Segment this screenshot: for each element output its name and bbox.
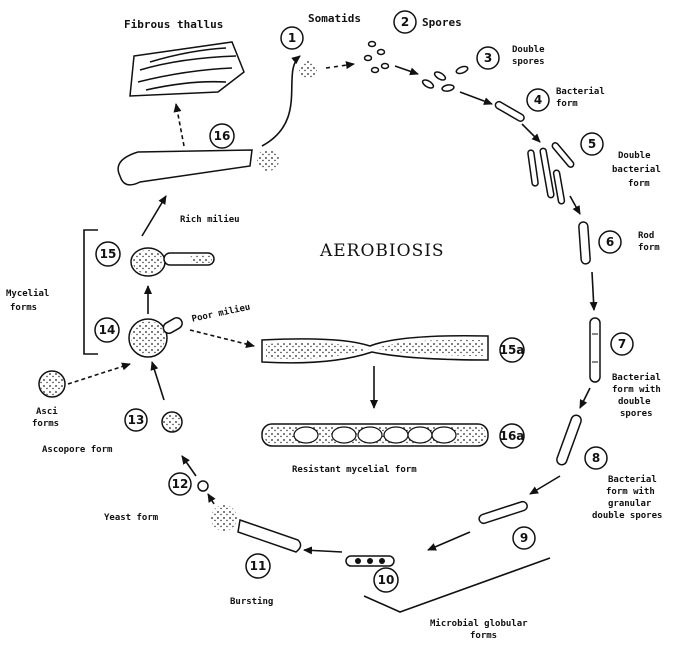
stage-2: 2 Spores	[365, 11, 462, 73]
stage-label-line: form	[638, 243, 660, 253]
stage-number: 4	[534, 93, 542, 107]
stage-label-line: Bacterial	[612, 372, 661, 383]
stage-label-line: form	[628, 179, 650, 189]
stage-number: 1	[288, 31, 296, 45]
stage-12: 12 Yeast form	[104, 473, 208, 523]
arrow-2-3	[395, 66, 418, 74]
stage-label-line: Bacterial	[608, 474, 657, 485]
arrow-10-11	[304, 550, 342, 552]
bursting-particles	[211, 505, 237, 531]
stage-5: 5 Double bacterial form	[528, 133, 661, 204]
stage-number: 15a	[500, 343, 525, 357]
diagram-title: AEROBIOSIS	[319, 241, 445, 261]
stage-label-line: spores	[620, 409, 653, 419]
stage-label-somatids: Somatids	[308, 12, 361, 25]
arrow-asci-14	[68, 364, 130, 384]
stage-label-line: double	[618, 397, 651, 407]
stage-16-particles	[257, 149, 279, 171]
stage-number: 16	[214, 129, 231, 143]
stage-label-line: double spores	[592, 511, 662, 521]
arrow-13-14	[152, 362, 164, 400]
arrow-1-2	[326, 64, 354, 68]
arrow-8-9	[530, 476, 560, 494]
asci-forms: Asci forms	[32, 371, 65, 429]
label-forms: forms	[470, 631, 497, 641]
label-asci: Asci	[36, 406, 58, 417]
stage-label-line: Rod	[638, 231, 654, 241]
stage-number: 11	[250, 559, 267, 573]
stage-label-line: granular	[608, 499, 652, 509]
stage-label-ascopore: Ascopore form	[42, 445, 113, 455]
label-fibrous-thallus: Fibrous thallus	[124, 18, 223, 31]
arrow-6-7	[592, 272, 594, 310]
label-mycelial: Mycelial	[6, 288, 49, 299]
stage-14: 14	[95, 316, 184, 357]
arrow-3-4	[460, 92, 492, 104]
stage-label-line: Double	[618, 151, 651, 161]
stage-number: 3	[484, 51, 492, 65]
stage-number: 10	[378, 573, 395, 587]
stage-8: 8 Bacterial form with granular double sp…	[555, 414, 662, 521]
stage-number: 16a	[500, 429, 525, 443]
arrow-11-12	[208, 494, 214, 504]
stage-3: 3 Double spores	[421, 45, 545, 92]
stage-number: 13	[128, 413, 145, 427]
stage-number: 14	[99, 323, 116, 337]
stage-label-line: Bacterial	[556, 86, 605, 97]
stage-number: 8	[592, 451, 600, 465]
stage-label-line: form with	[612, 384, 661, 395]
stage-label-spores2: spores	[512, 57, 545, 67]
stage-10: 10	[346, 556, 398, 592]
arrow-9-10	[428, 532, 470, 550]
stage-label-yeast: Yeast form	[104, 513, 159, 523]
somatids-cluster	[299, 61, 317, 79]
stage-label-bursting: Bursting	[230, 596, 273, 607]
stage-15a: 15a	[262, 336, 524, 363]
stage-9: 9	[478, 500, 535, 549]
label-poor-milieu: Poor milieu	[191, 302, 252, 325]
stage-label-line: bacterial	[612, 164, 661, 175]
arrow-15-16	[142, 196, 166, 236]
stage-6: 6 Rod form	[579, 222, 661, 265]
stage-number: 15	[100, 247, 117, 261]
label-forms-asci: forms	[32, 419, 59, 429]
label-rich-milieu: Rich milieu	[180, 214, 240, 225]
arrow-7-8	[580, 388, 590, 408]
arrow-14-15a	[190, 330, 254, 346]
stage-number: 5	[588, 137, 596, 151]
stage-number: 7	[618, 337, 626, 351]
stage-label-spores: Spores	[422, 16, 462, 29]
stage-label-line: form	[556, 99, 578, 109]
stage-15: 15	[96, 242, 214, 276]
arrow-5-6	[570, 196, 580, 214]
stage-label-resistant: Resistant mycelial form	[292, 464, 417, 475]
stage-number: 2	[401, 15, 409, 29]
label-microbial-globular: Microbial globular	[430, 618, 528, 629]
stage-13: 13 Ascopore form	[42, 409, 182, 455]
stage-7: 7 Bacterial form with double spores	[590, 318, 661, 419]
arrow-16-thallus	[176, 104, 184, 146]
stage-number: 6	[606, 235, 614, 249]
stage-4: 4 Bacterial form	[494, 86, 605, 122]
stage-label-double: Double	[512, 45, 545, 55]
arrow-16-1	[262, 56, 300, 146]
stage-16a: 16a Resistant mycelial form	[262, 424, 524, 475]
stage-number: 12	[172, 477, 189, 491]
label-forms-mycelial: forms	[10, 303, 37, 313]
stage-number: 9	[520, 531, 528, 545]
arrow-4-5	[522, 124, 540, 142]
stage-label-line: form with	[606, 486, 655, 497]
fibrous-thallus: Fibrous thallus	[124, 18, 244, 96]
stage-11: 11 Bursting	[211, 505, 301, 607]
